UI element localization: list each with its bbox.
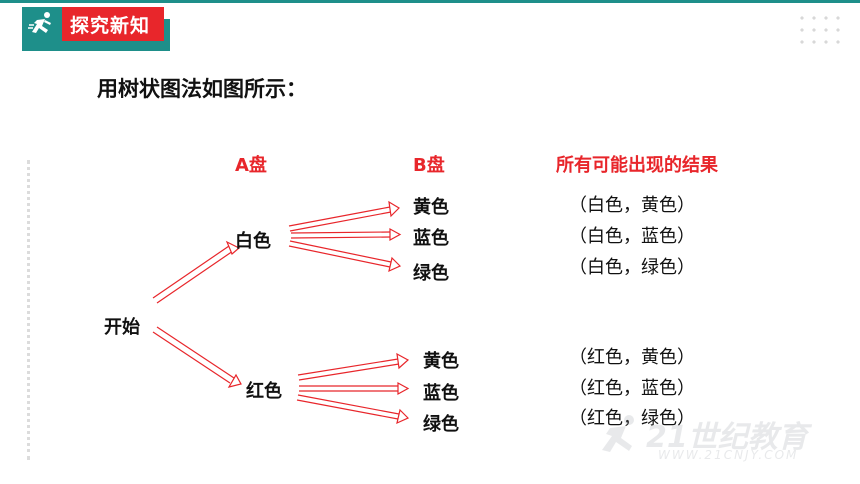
node-start: 开始 — [104, 317, 140, 338]
badge-title: 探究新知 — [70, 14, 151, 37]
runner-icon — [28, 12, 51, 33]
top-accent-bar — [0, 0, 860, 3]
arrow-red-to-green — [296, 394, 410, 425]
node-red-blue: 蓝色 — [423, 383, 459, 404]
badge-main: 探究新知 — [22, 7, 164, 41]
intro-text: 用树状图法如图所示： — [97, 77, 307, 101]
result-white-blue: （白色，蓝色） — [569, 226, 695, 247]
node-a-white: 白色 — [235, 231, 271, 252]
result-red-yellow: （红色，黄色） — [569, 347, 695, 368]
result-white-yellow: （白色，黄色） — [569, 195, 695, 216]
result-white-green: （白色，绿色） — [569, 257, 695, 278]
node-a-red: 红色 — [246, 381, 282, 402]
node-white-yellow: 黄色 — [413, 197, 449, 218]
result-red-green: （红色，绿色） — [569, 404, 695, 430]
result-red-blue: （红色，蓝色） — [569, 378, 695, 399]
watermark-runner-icon — [602, 415, 634, 452]
node-red-green: 绿色 — [423, 414, 459, 435]
node-red-yellow: 黄色 — [423, 351, 459, 372]
arrow-red-to-blue — [299, 381, 410, 396]
arrow-start-to-white — [152, 240, 241, 304]
decorative-dot-grid — [796, 12, 846, 50]
node-white-green: 绿色 — [413, 263, 449, 284]
arrow-white-to-green — [288, 240, 402, 273]
decorative-dotted-line — [27, 160, 30, 460]
watermark-sub-text: WWW.21CNJY.COM — [658, 448, 799, 462]
badge-icon-box — [22, 7, 62, 41]
header-a-plate: A盘 — [235, 155, 267, 176]
arrow-start-to-red — [152, 326, 242, 388]
node-white-blue: 蓝色 — [413, 228, 449, 249]
watermark-main-text: 21世纪教育 — [646, 420, 808, 455]
arrow-red-to-yellow — [297, 352, 410, 381]
watermark-logo: 21世纪教育 WWW.21CNJY.COM — [596, 408, 836, 468]
arrow-white-to-blue — [290, 227, 402, 242]
section-badge: 探究新知 — [22, 7, 170, 51]
arrow-white-to-yellow — [288, 200, 400, 232]
header-b-plate: B盘 — [413, 155, 445, 176]
header-results: 所有可能出现的结果 — [556, 155, 718, 176]
